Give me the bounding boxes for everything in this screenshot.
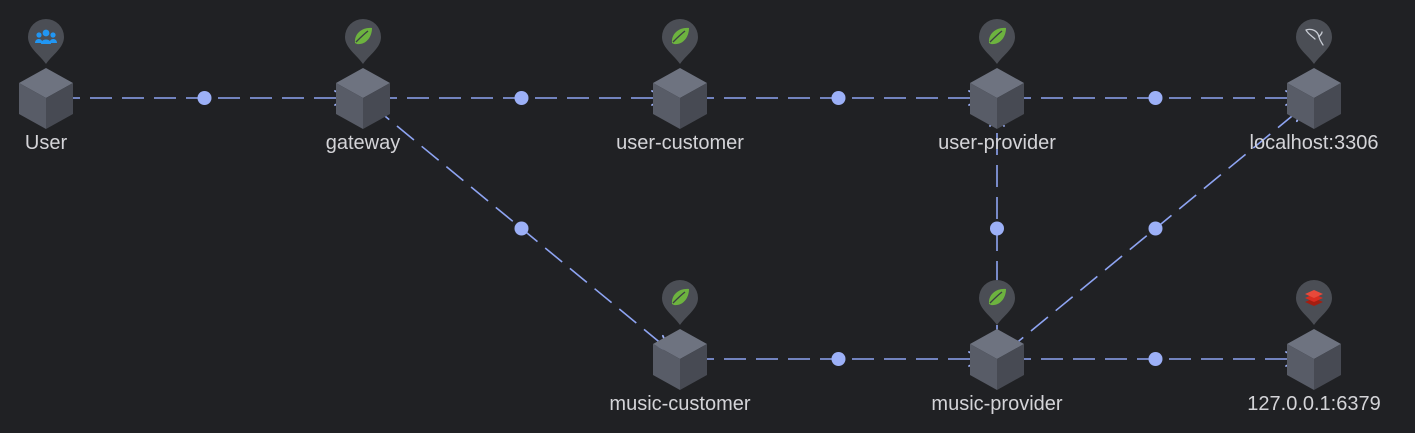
service-marker-pin <box>979 19 1015 64</box>
service-marker-pin <box>979 280 1015 325</box>
nodes-layer: User gateway user-customer user-provider loc… <box>19 19 1381 415</box>
cube-icon[interactable] <box>970 329 1024 390</box>
node-music-provider[interactable]: music-provider <box>931 280 1063 415</box>
node-user[interactable]: User <box>19 19 73 154</box>
edge-music-customer-to-music-provider[interactable] <box>692 351 984 367</box>
cube-icon[interactable] <box>1287 68 1341 129</box>
spring-leaf-icon <box>354 27 372 45</box>
edge-midpoint-dot[interactable] <box>1148 91 1163 105</box>
edge-midpoint-dot[interactable] <box>831 352 846 366</box>
node-label: User <box>25 132 68 154</box>
service-marker-pin <box>345 19 381 64</box>
spring-leaf-icon <box>671 288 689 306</box>
node-label: user-provider <box>938 132 1056 154</box>
node-music-customer[interactable]: music-customer <box>609 280 751 415</box>
node-user-provider[interactable]: user-provider <box>938 19 1056 154</box>
cube-icon[interactable] <box>336 68 390 129</box>
users-icon <box>35 29 57 44</box>
edge-midpoint-dot[interactable] <box>990 221 1004 236</box>
edge-user-customer-to-user-provider[interactable] <box>692 90 984 106</box>
node-redis[interactable]: 127.0.0.1:6379 <box>1247 280 1381 415</box>
cube-icon[interactable] <box>1287 329 1341 390</box>
node-label: gateway <box>326 132 401 154</box>
node-label: 127.0.0.1:6379 <box>1247 393 1380 415</box>
node-label: music-provider <box>931 393 1062 415</box>
node-user-customer[interactable]: user-customer <box>616 19 744 154</box>
cube-icon[interactable] <box>970 68 1024 129</box>
service-marker-pin <box>662 280 698 325</box>
redis-icon <box>1305 290 1323 306</box>
service-marker-pin <box>1296 19 1332 64</box>
edge-user-provider-to-mysql[interactable] <box>1009 90 1301 106</box>
cube-icon[interactable] <box>653 329 707 390</box>
service-marker-pin <box>662 19 698 64</box>
cube-icon[interactable] <box>19 68 73 129</box>
spring-leaf-icon <box>988 27 1006 45</box>
node-label: music-customer <box>609 393 750 415</box>
node-label: localhost:3306 <box>1250 132 1379 154</box>
node-gateway[interactable]: gateway <box>326 19 401 154</box>
service-marker-pin <box>28 19 64 64</box>
node-label: user-customer <box>616 132 744 154</box>
edge-midpoint-dot[interactable] <box>514 91 529 105</box>
edge-midpoint-dot[interactable] <box>1148 221 1163 236</box>
edges-layer <box>58 90 1305 367</box>
mysql-dolphin-icon <box>1305 28 1324 46</box>
edge-midpoint-dot[interactable] <box>1148 352 1163 366</box>
node-mysql[interactable]: localhost:3306 <box>1250 19 1379 154</box>
edge-midpoint-dot[interactable] <box>831 91 846 105</box>
edge-gateway-to-user-customer[interactable] <box>375 90 667 106</box>
spring-leaf-icon <box>988 288 1006 306</box>
spring-leaf-icon <box>671 27 689 45</box>
service-marker-pin <box>1296 280 1332 325</box>
cube-icon[interactable] <box>653 68 707 129</box>
edge-midpoint-dot[interactable] <box>514 221 529 236</box>
edge-midpoint-dot[interactable] <box>197 91 212 105</box>
edge-user-to-gateway[interactable] <box>58 90 350 106</box>
edge-music-provider-to-redis[interactable] <box>1009 351 1301 367</box>
